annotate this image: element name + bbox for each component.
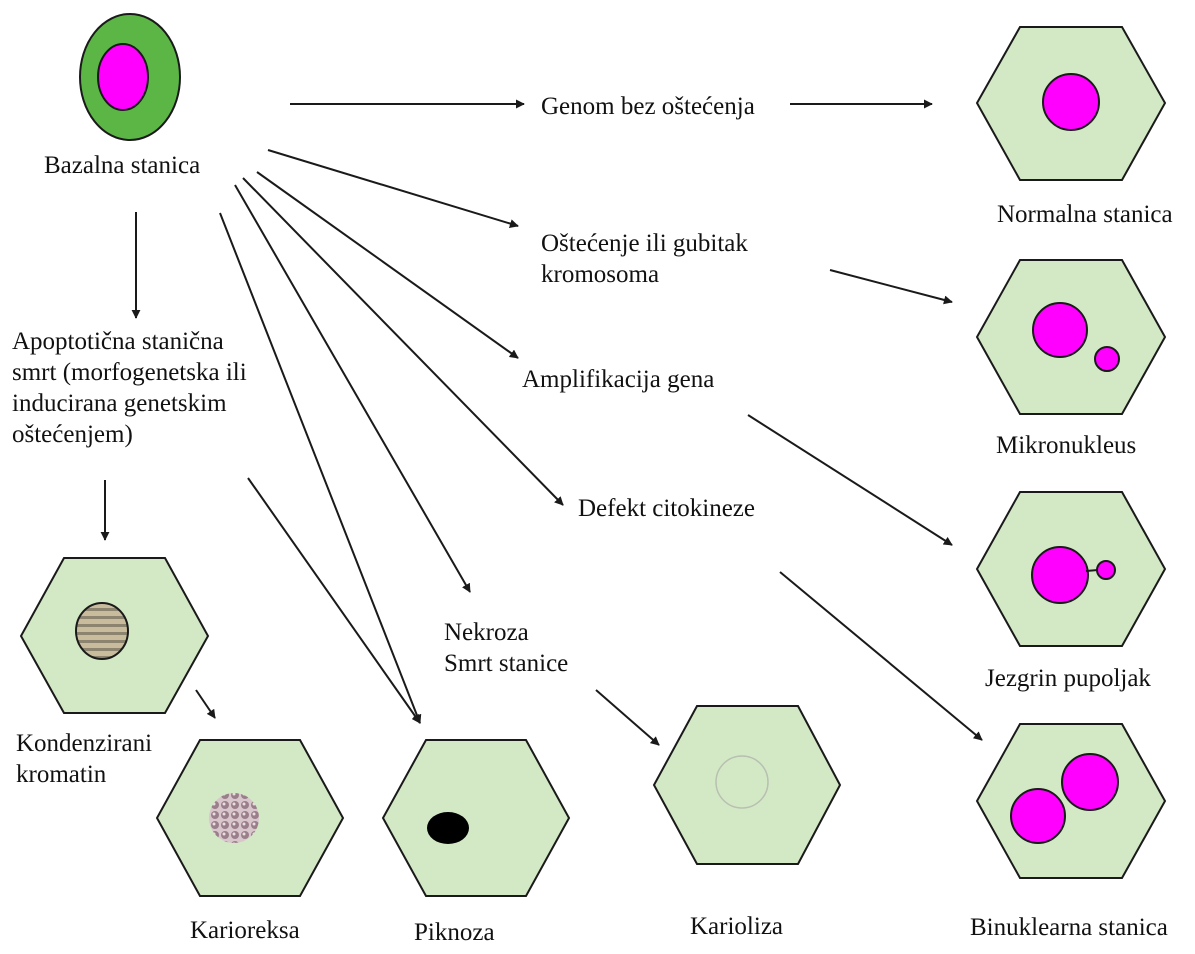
nucleus	[1042, 73, 1100, 131]
arrow-basal-to-cytokinesis	[242, 177, 564, 506]
pyknosis-cell	[381, 739, 571, 897]
karyolysis-cell	[652, 705, 842, 865]
nucleus-upper	[1061, 753, 1119, 811]
main-nucleus	[1031, 546, 1089, 604]
label-micronucleus: Mikronukleus	[996, 432, 1137, 459]
label-necrosis: Nekroza Smrt stanice	[444, 619, 569, 677]
label-no-damage: Genom bez oštećenja	[541, 93, 755, 120]
condensed-chromatin-cell	[19, 557, 210, 714]
label-basal-cell: Bazalna stanica	[44, 152, 201, 179]
arrow-chromosome-loss-to-micronucleus	[829, 269, 953, 305]
label-normal-cell: Normalna stanica	[997, 201, 1173, 228]
label-chromosome-loss: Oštećenje ili gubitak kromosoma	[541, 230, 748, 288]
arrow-cytokinesis-to-binucleated	[779, 571, 983, 741]
nuclear-bud-cell	[975, 491, 1167, 647]
pyknotic-nucleus	[427, 812, 469, 844]
arrow-necrosis-to-karyolysis	[595, 689, 660, 746]
label-karyorrhexis: Karioreksa	[190, 917, 300, 944]
cell-hexagon	[381, 739, 571, 897]
label-gene-amplification: Amplifikacija gena	[522, 366, 715, 393]
micronucleus-cell	[975, 259, 1167, 415]
label-karyolysis: Karioliza	[690, 913, 784, 940]
micronucleus	[1094, 346, 1120, 372]
label-condensed-chromatin: Kondenzirani kromatin	[16, 730, 153, 788]
condensed-nucleus	[75, 602, 129, 660]
arrows	[100, 99, 983, 746]
nuclear-bud	[1096, 560, 1116, 580]
arrow-basal-to-amplification	[256, 171, 519, 359]
karyorrhexis-cell	[155, 739, 345, 897]
main-nucleus	[1032, 302, 1088, 358]
cell-hexagon	[652, 705, 842, 865]
arrow-apoptosis-to-pyknosis	[247, 477, 421, 724]
label-apoptosis: Apoptotična stanična smrt (morfogenetska…	[12, 328, 247, 448]
arrow-basal-to-pyknosis	[219, 212, 422, 724]
basal-cell	[79, 13, 181, 141]
label-binucleated: Binuklearna stanica	[970, 914, 1168, 941]
nucleus-lower	[1010, 788, 1066, 844]
basal-nucleus	[97, 43, 149, 111]
fragmented-nucleus	[209, 793, 259, 843]
label-cytokinesis-defect: Defekt citokineze	[578, 495, 755, 522]
arrow-basal-to-necrosis	[234, 184, 471, 593]
binucleated-cell	[975, 723, 1167, 879]
bud-stalk	[1085, 569, 1099, 572]
arrow-basal-to-chromosome-loss	[267, 149, 519, 228]
label-pyknosis: Piknoza	[414, 919, 495, 946]
arrow-amplification-to-bud	[747, 414, 953, 546]
arrow-condensed-to-karyorrhexis	[195, 689, 216, 719]
normal-cell	[975, 26, 1167, 181]
ghost-nucleus	[715, 755, 769, 809]
label-nuclear-bud: Jezgrin pupoljak	[985, 665, 1151, 692]
